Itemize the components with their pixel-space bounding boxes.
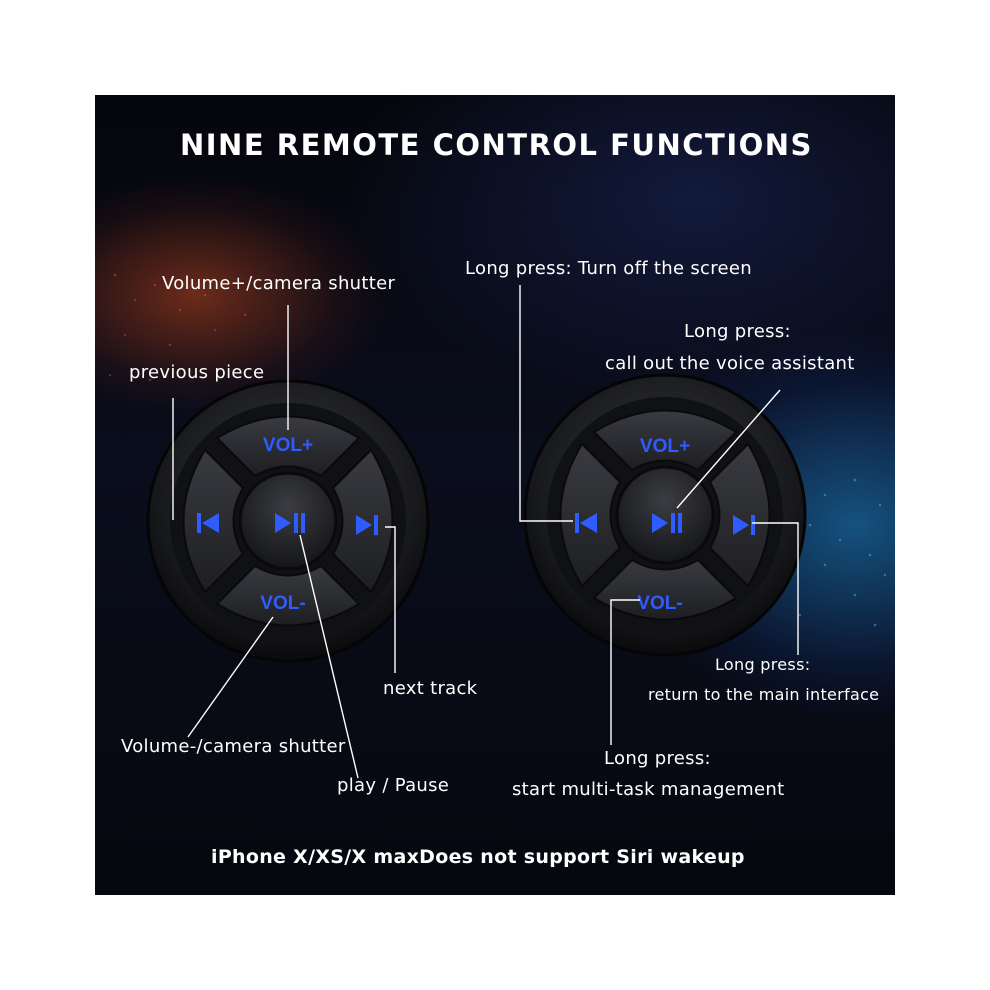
previous-icon bbox=[575, 513, 597, 533]
label-voice-line2: call out the voice assistant bbox=[605, 353, 855, 374]
right-next-button[interactable] bbox=[708, 442, 771, 588]
label-volume-up: Volume+/camera shutter bbox=[162, 273, 396, 294]
left-vol-down-label: VOL- bbox=[260, 593, 305, 614]
left-vol-up-button[interactable] bbox=[215, 415, 361, 478]
right-remote: VOL+ VOL- bbox=[523, 373, 807, 657]
label-main-line2: return to the main interface bbox=[648, 685, 880, 704]
product-image-panel: VOL+ VOL- bbox=[95, 95, 895, 895]
footer-note: iPhone X/XS/X maxDoes not support Siri w… bbox=[211, 846, 745, 868]
label-main-line1: Long press: bbox=[715, 655, 811, 674]
play-pause-icon bbox=[652, 513, 682, 533]
left-vol-down-button[interactable] bbox=[215, 564, 361, 627]
right-vol-up-label: VOL+ bbox=[640, 436, 690, 457]
left-pointer-lines bbox=[172, 305, 396, 779]
label-multitask-line1: Long press: bbox=[604, 748, 711, 769]
right-play-pause-button[interactable] bbox=[615, 465, 715, 565]
label-voice-line1: Long press: bbox=[684, 321, 791, 342]
page-title: NINE REMOTE CONTROL FUNCTIONS bbox=[180, 128, 813, 162]
remote-controls-illustration: VOL+ VOL- bbox=[108, 273, 887, 779]
left-vol-up-label: VOL+ bbox=[263, 435, 313, 456]
next-icon bbox=[733, 515, 755, 535]
label-screen-off: Long press: Turn off the screen bbox=[465, 258, 753, 279]
label-next-track: next track bbox=[383, 678, 478, 699]
particle-haze-right bbox=[793, 473, 887, 627]
previous-icon bbox=[197, 513, 219, 533]
label-play-pause: play / Pause bbox=[337, 775, 450, 796]
label-previous-piece: previous piece bbox=[129, 362, 265, 383]
right-vol-up-button[interactable] bbox=[592, 409, 738, 472]
label-volume-down: Volume-/camera shutter bbox=[121, 736, 346, 757]
label-multitask-line2: start multi-task management bbox=[512, 779, 785, 800]
next-icon bbox=[356, 515, 378, 535]
left-play-pause-button[interactable] bbox=[238, 471, 338, 571]
particle-haze-left bbox=[108, 273, 247, 382]
right-pointer-lines bbox=[519, 285, 799, 745]
left-remote: VOL+ VOL- bbox=[146, 379, 430, 663]
right-previous-button[interactable] bbox=[559, 442, 622, 588]
play-pause-icon bbox=[275, 513, 305, 533]
right-vol-down-label: VOL- bbox=[637, 593, 682, 614]
right-vol-down-button[interactable] bbox=[592, 558, 738, 621]
